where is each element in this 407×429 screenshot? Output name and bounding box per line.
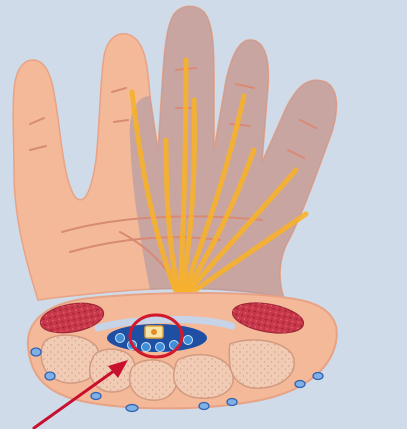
vessel-5 — [199, 403, 209, 410]
flexor-tendon-1 — [116, 334, 125, 343]
vessel-2 — [45, 372, 55, 380]
vessel-8 — [313, 373, 323, 380]
median-nerve-core — [151, 329, 157, 335]
flexor-tendon-4 — [156, 343, 165, 352]
flexor-tendon-6 — [184, 336, 193, 345]
flexor-tendon-3 — [142, 343, 151, 352]
vessel-1 — [31, 348, 41, 356]
vessel-6 — [227, 399, 237, 406]
vessel-7 — [295, 381, 305, 388]
vessel-4 — [126, 405, 138, 412]
vessel-3 — [91, 393, 101, 400]
